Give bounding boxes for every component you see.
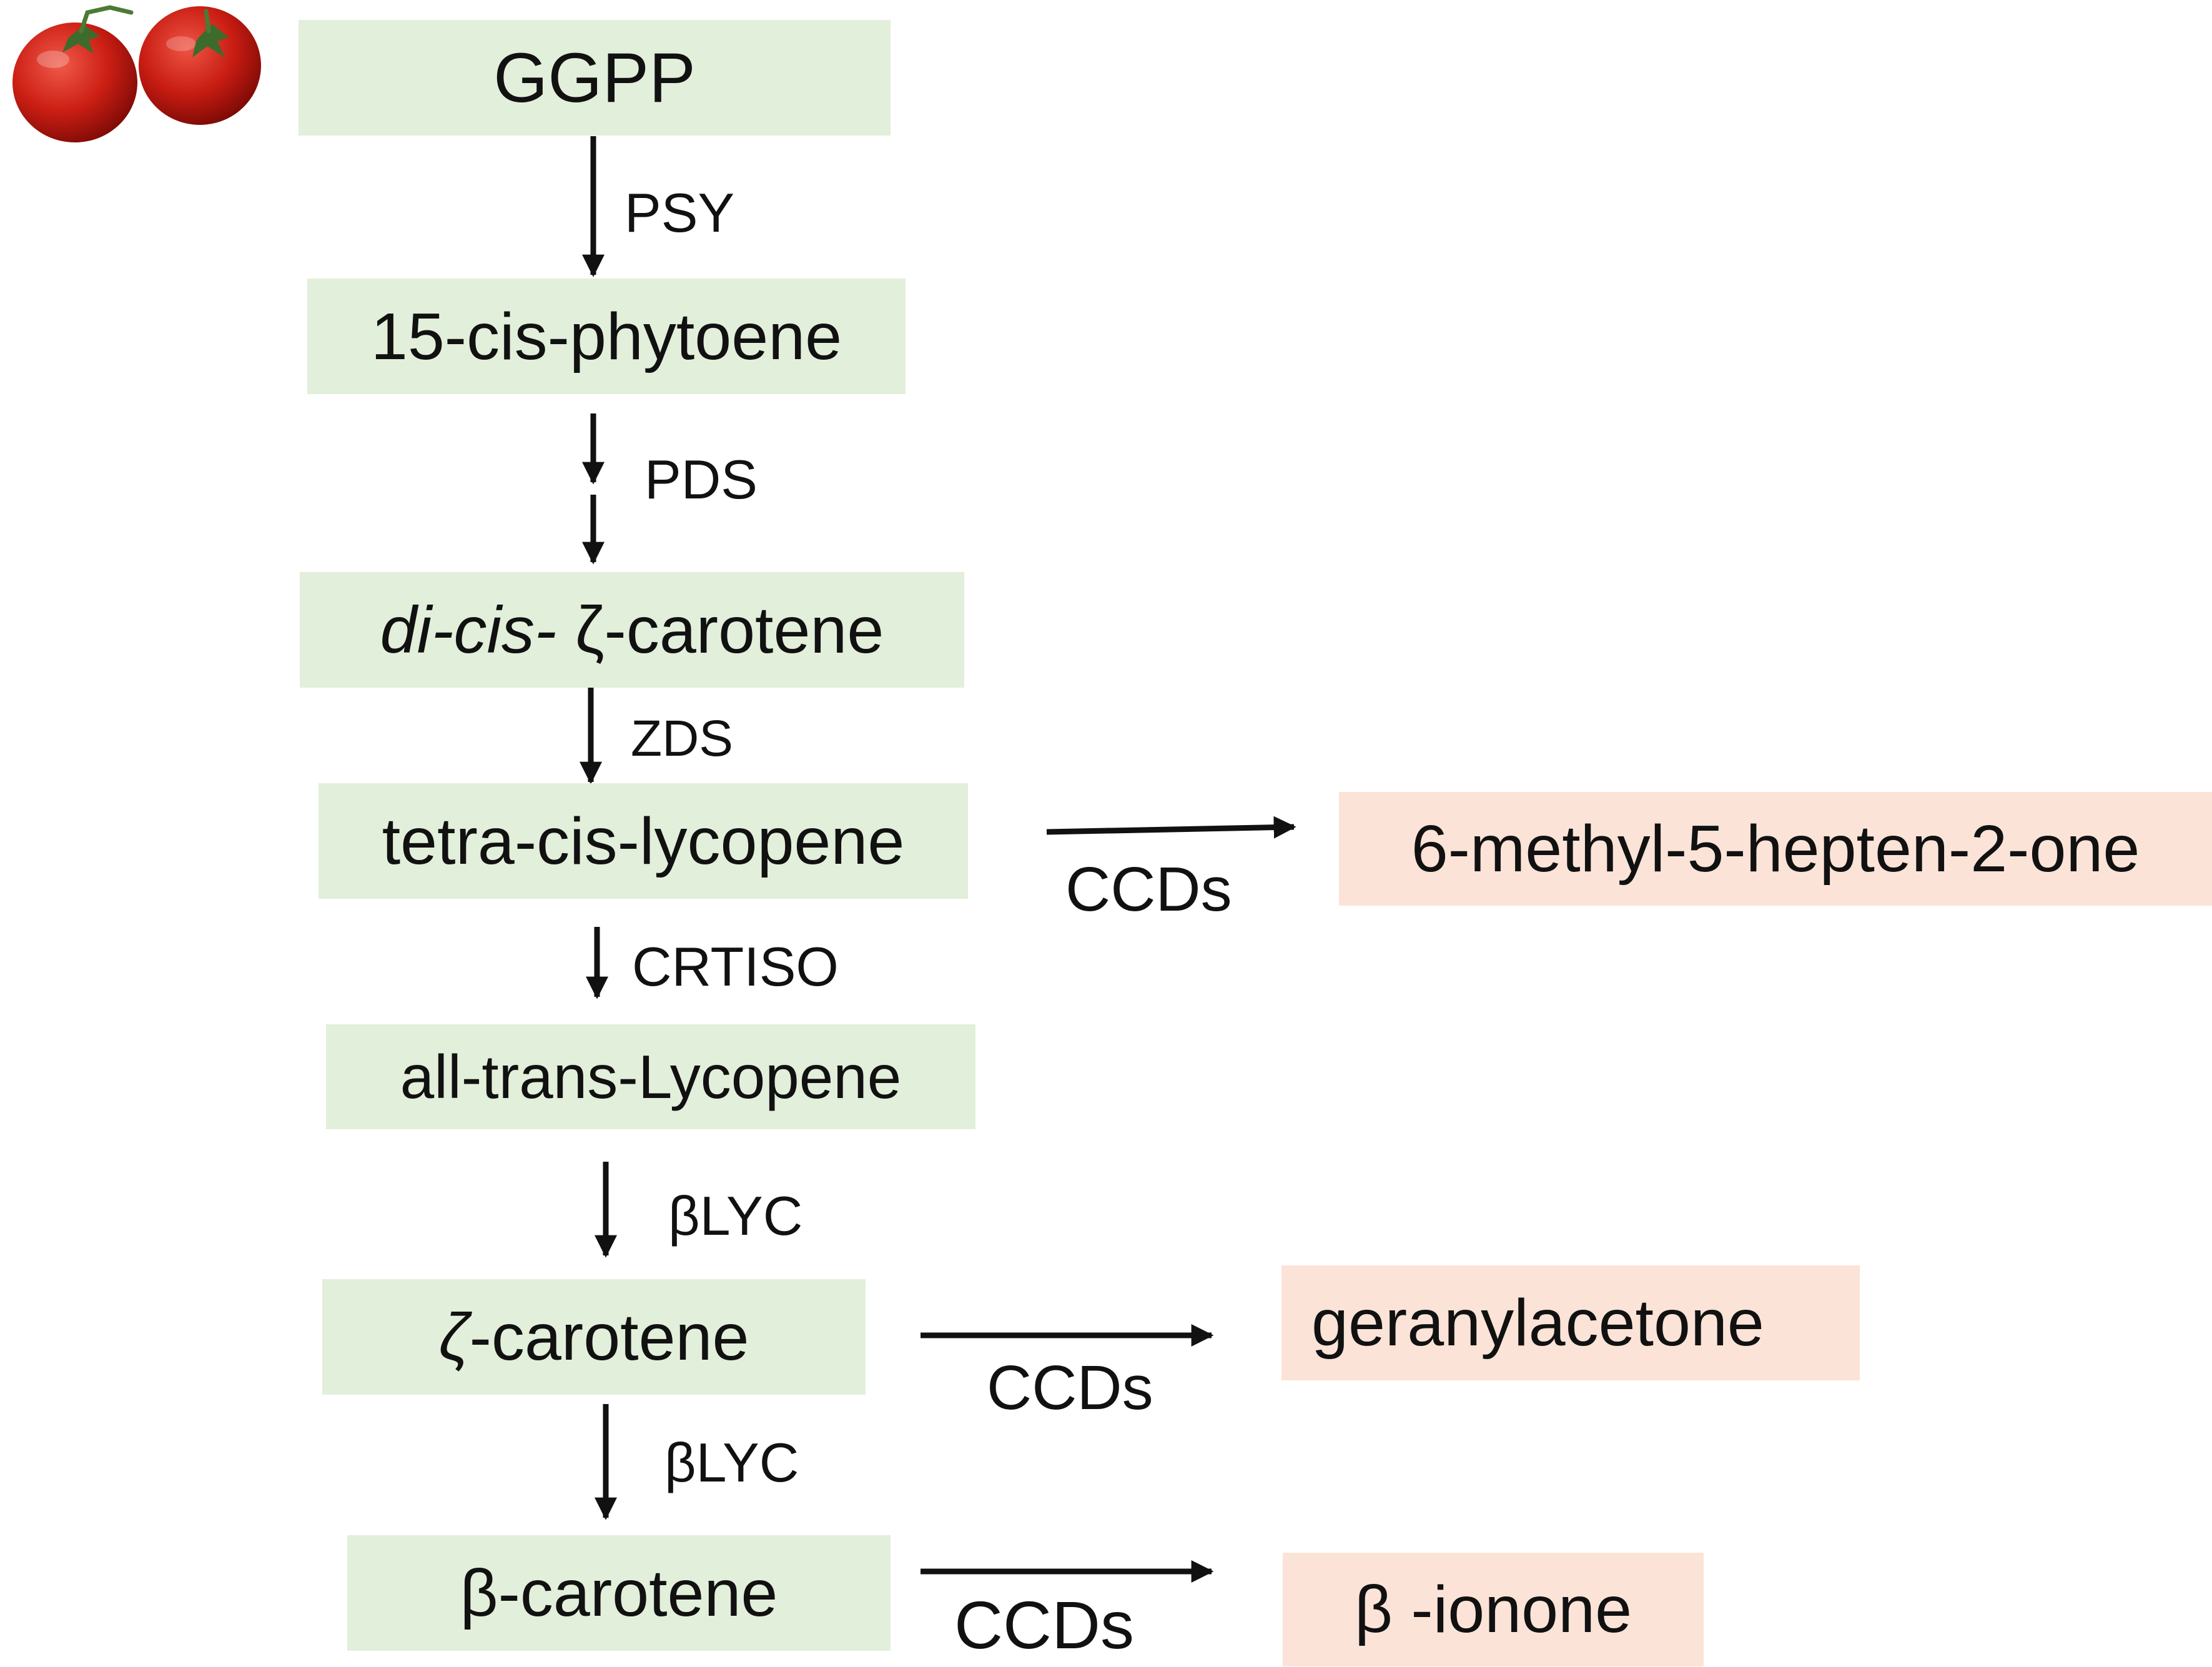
node-beta-carotene-label: β-carotene (460, 1556, 778, 1630)
di-cis-prefix: di-cis- (380, 593, 557, 667)
zeta-carotene-suffix: ζ-carotene (556, 593, 884, 667)
product-6-methyl-5-hepten-2-one: 6-methyl-5-hepten-2-one (1339, 792, 2212, 906)
node-15-cis-phytoene: 15-cis-phytoene (307, 279, 906, 394)
enzyme-ccds-2: CCDs (987, 1353, 1153, 1423)
node-di-cis-zeta-carotene-label: di-cis- ζ-carotene (380, 597, 884, 663)
product-6-methyl-5-hepten-2-one-label: 6-methyl-5-hepten-2-one (1411, 812, 2140, 886)
enzyme-blyc-1: βLYC (668, 1185, 803, 1247)
product-geranylacetone-label: geranylacetone (1311, 1286, 1764, 1360)
node-tetra-cis-lycopene-label: tetra-cis-lycopene (382, 804, 905, 878)
node-all-trans-lycopene: all-trans-Lycopene (326, 1024, 975, 1129)
enzyme-crtiso: CRTISO (632, 936, 839, 997)
node-zeta-carotene-label: ζ-carotene (439, 1304, 749, 1370)
product-beta-ionone: β -ionone (1283, 1553, 1704, 1666)
node-15-cis-phytoene-label: 15-cis-phytoene (370, 299, 842, 373)
zeta-carotene-rest: -carotene (469, 1300, 749, 1374)
product-beta-ionone-label: β -ionone (1354, 1573, 1632, 1646)
node-beta-carotene: β-carotene (347, 1535, 891, 1651)
zeta-symbol: ζ (438, 1300, 470, 1374)
arrow-ccd-1 (1046, 816, 1296, 839)
node-di-cis-zeta-carotene: di-cis- ζ-carotene (300, 572, 964, 688)
product-geranylacetone: geranylacetone (1281, 1265, 1860, 1380)
enzyme-psy: PSY (625, 182, 735, 244)
enzyme-ccds-1: CCDs (1065, 854, 1232, 924)
enzyme-ccds-3: CCDs (954, 1587, 1134, 1663)
node-ggpp-label: GGPP (493, 38, 696, 117)
enzyme-blyc-2: βLYC (664, 1432, 799, 1493)
node-ggpp: GGPP (299, 20, 891, 136)
enzyme-pds: PDS (644, 448, 758, 510)
node-all-trans-lycopene-label: all-trans-Lycopene (400, 1042, 902, 1111)
enzyme-zds: ZDS (631, 710, 733, 767)
tomato-pair-icon (12, 5, 261, 142)
node-tetra-cis-lycopene: tetra-cis-lycopene (318, 783, 968, 899)
node-zeta-carotene: ζ-carotene (322, 1279, 866, 1395)
